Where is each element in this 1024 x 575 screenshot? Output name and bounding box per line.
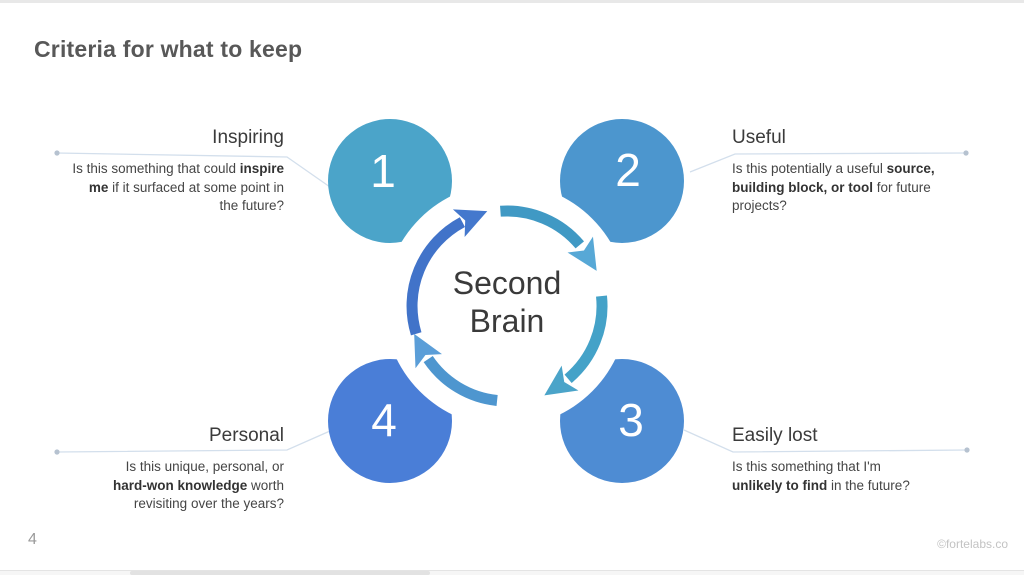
circle-1-inspiring bbox=[328, 119, 452, 243]
quadrant-inspiring: Inspiring Is this something that could i… bbox=[34, 125, 284, 216]
circle-2-useful bbox=[560, 119, 684, 243]
connector-lines bbox=[56, 152, 968, 453]
quadrant-body-useful: Is this potentially a useful source, bui… bbox=[732, 161, 935, 213]
quadrant-heading-easily-lost: Easily lost bbox=[732, 425, 818, 446]
arrowhead-bottom-right-icon bbox=[544, 365, 579, 396]
circle-1-number: 1 bbox=[370, 145, 396, 197]
bottom-edge-area bbox=[0, 571, 1024, 575]
quadrant-heading-useful: Useful bbox=[732, 127, 786, 148]
quadrant-body-personal: Is this unique, personal, or hard-won kn… bbox=[112, 459, 284, 511]
quadrant-heading-inspiring: Inspiring bbox=[212, 127, 284, 148]
connector-endpoint-dot bbox=[964, 447, 970, 453]
slide-title: Criteria for what to keep bbox=[34, 36, 303, 62]
circle-numbers: 1 2 3 4 bbox=[370, 144, 644, 446]
connector-line-inspiring bbox=[56, 152, 331, 188]
circle-4-number: 4 bbox=[371, 394, 397, 446]
connector-endpoint-dot bbox=[963, 150, 969, 156]
circle-2-number: 2 bbox=[615, 144, 641, 196]
top-edge-artifact bbox=[0, 0, 1024, 3]
cycle-arrow-top-left-icon bbox=[406, 217, 466, 336]
circle-3-number: 3 bbox=[618, 394, 644, 446]
connector-endpoint-dot bbox=[54, 150, 60, 156]
center-white-disc bbox=[384, 183, 628, 427]
arrowhead-bottom-left-icon bbox=[414, 333, 442, 369]
quadrant-body-inspiring: Is this something that could inspire me … bbox=[72, 161, 284, 213]
cycle-arrowheads bbox=[414, 209, 597, 396]
bottom-edge-line bbox=[0, 570, 1024, 571]
credit-fortelabs: ©fortelabs.co bbox=[937, 537, 1008, 551]
connector-line-easily-lost bbox=[683, 429, 968, 453]
quadrant-body-easily-lost: Is this something that I'm unlikely to f… bbox=[732, 459, 910, 493]
quadrant-useful: Useful Is this potentially a useful sour… bbox=[732, 125, 990, 216]
quadrant-personal: Personal Is this unique, personal, or ha… bbox=[34, 423, 284, 514]
arrowhead-top-left-icon bbox=[452, 209, 488, 237]
connector-endpoint-dot bbox=[54, 449, 60, 455]
cycle-arrow-bottom-right-icon bbox=[564, 295, 608, 384]
quadrant-easily-lost: Easily lost Is this something that I'm u… bbox=[732, 423, 990, 495]
bottom-edge-segment bbox=[130, 571, 430, 575]
cycle-arrow-bottom-left-icon bbox=[423, 355, 498, 406]
cycle-arrows bbox=[406, 205, 608, 406]
connector-line-useful bbox=[689, 152, 967, 173]
page-number: 4 bbox=[28, 531, 37, 548]
center-label-second-brain: Second Brain bbox=[452, 265, 562, 339]
cycle-arrow-top-right-icon bbox=[500, 205, 585, 249]
quadrant-heading-personal: Personal bbox=[209, 425, 284, 446]
connector-line-personal bbox=[56, 430, 331, 453]
arrowhead-top-right-icon bbox=[567, 236, 597, 271]
